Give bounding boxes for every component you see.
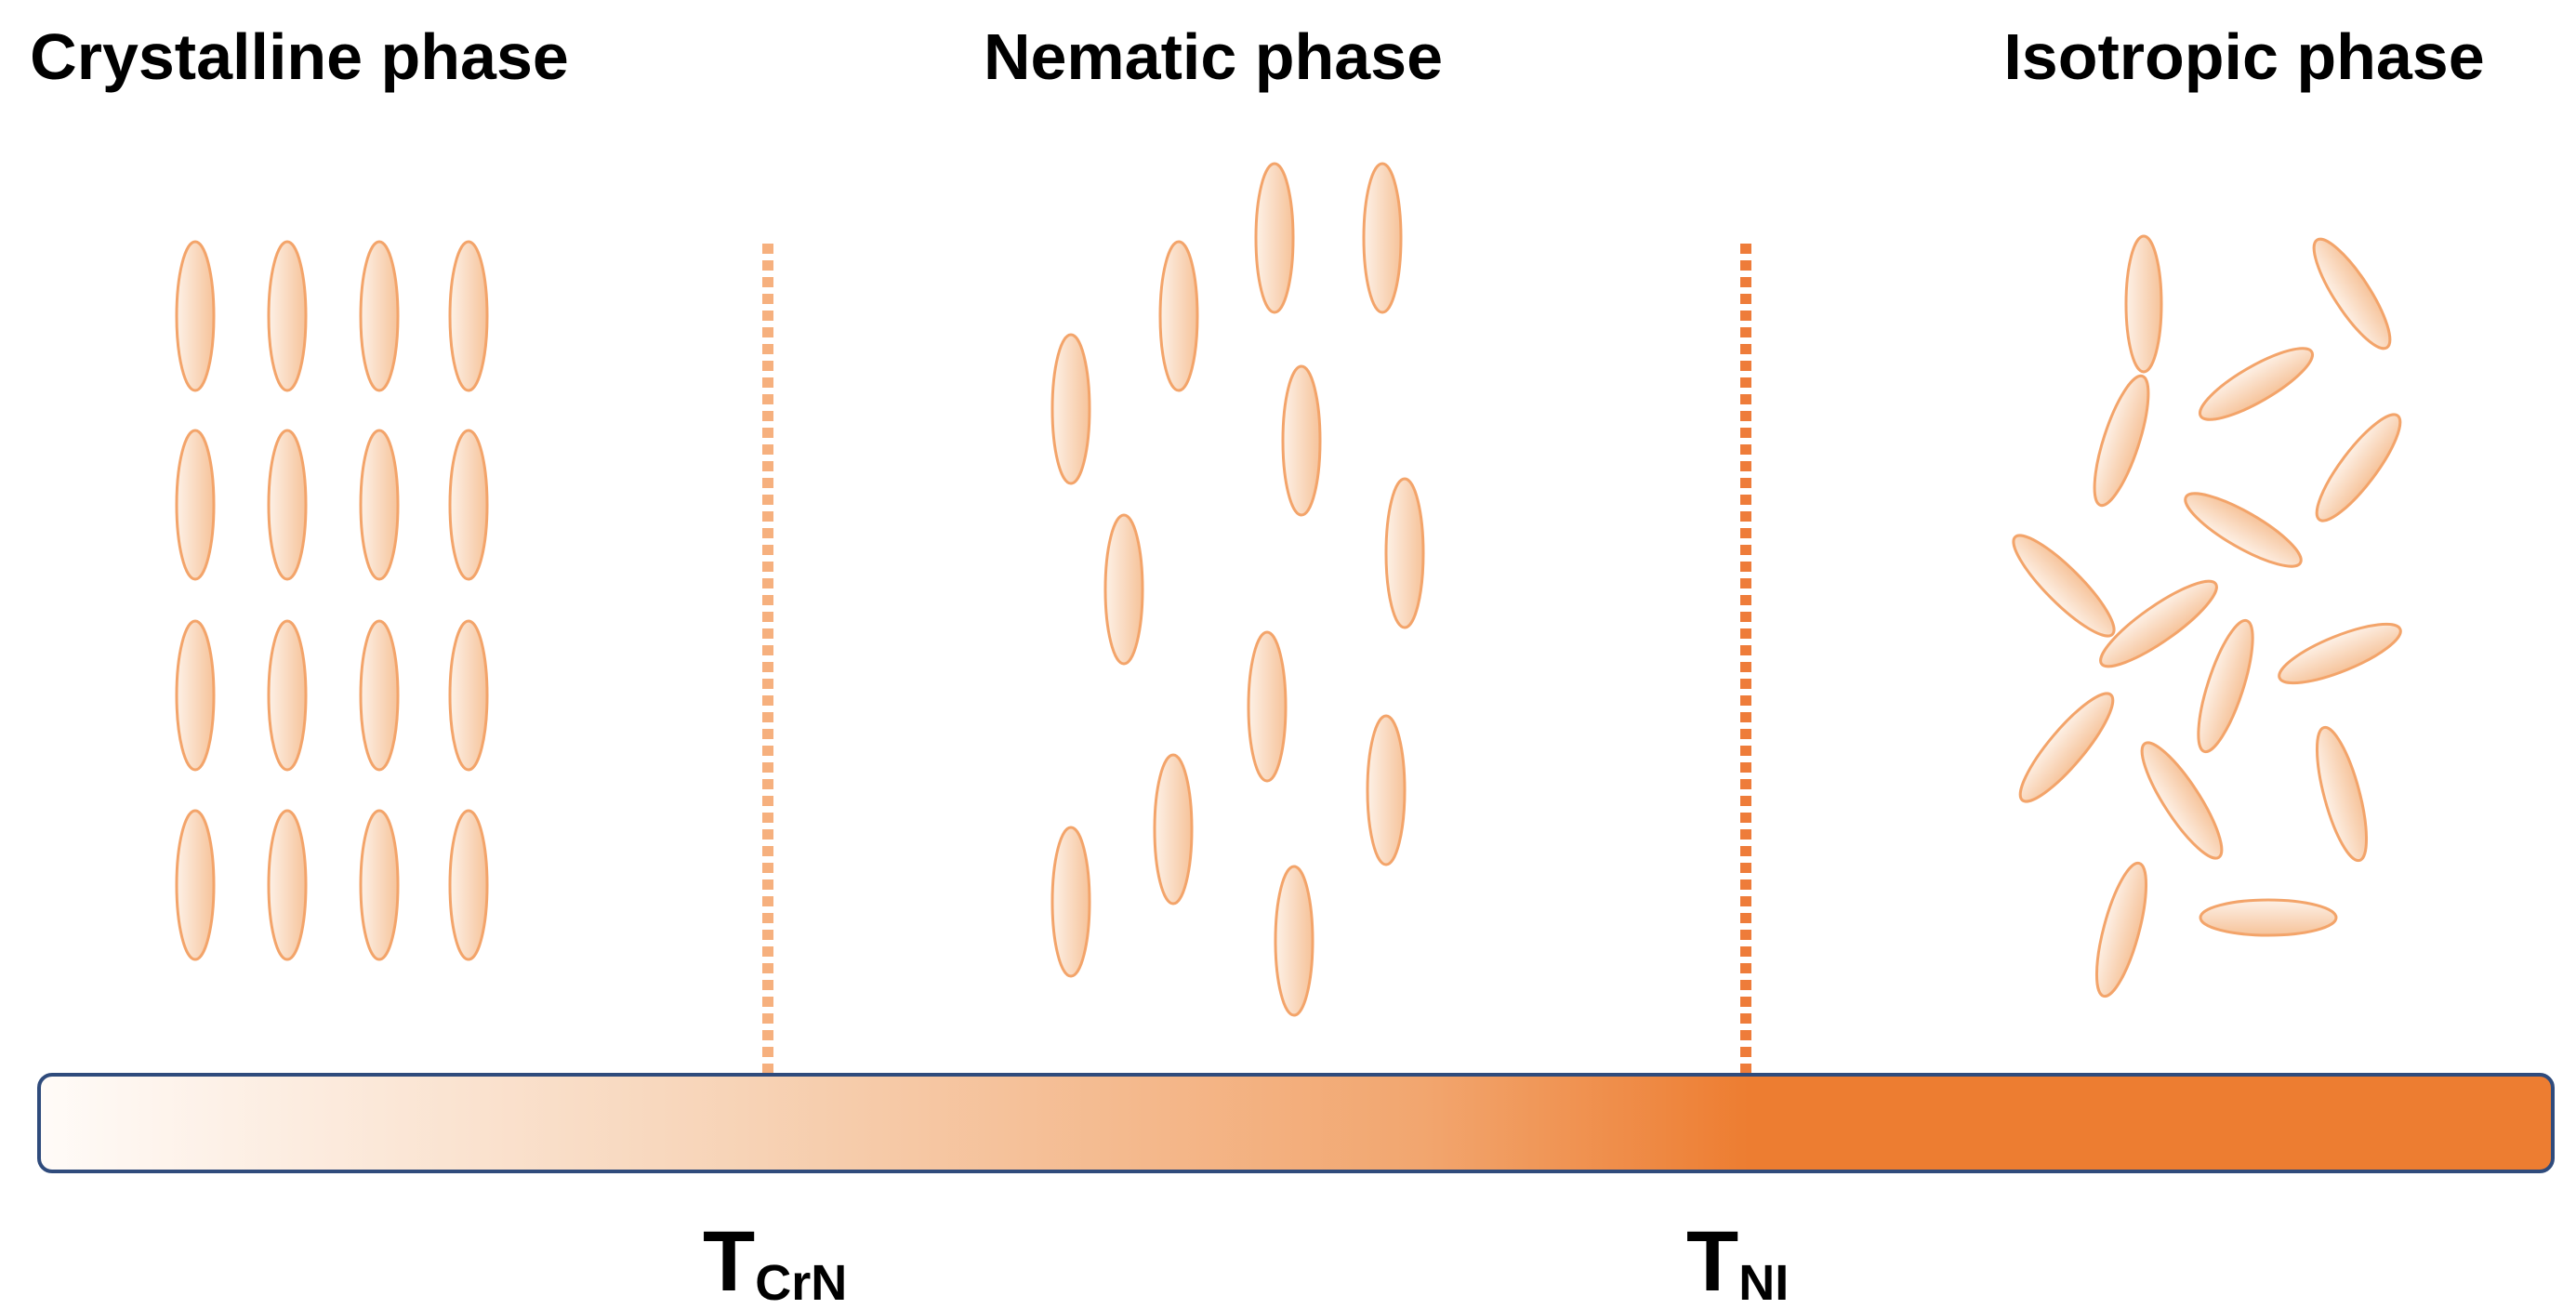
molecule [2315, 413, 2402, 522]
crn-symbol: T [703, 1214, 755, 1309]
isotropic-phase-label: Isotropic phase [2003, 20, 2484, 93]
molecule [2140, 741, 2224, 860]
molecule [2124, 234, 2163, 374]
molecule [2099, 579, 2218, 668]
molecule [1366, 714, 1407, 866]
crystalline-molecules [175, 240, 489, 961]
crystalline-phase-label: Crystalline phase [30, 20, 569, 93]
molecule [1247, 630, 1288, 783]
molecule [359, 809, 400, 961]
isotropic-molecules [2012, 234, 2402, 998]
molecule [175, 240, 216, 392]
ni-symbol: T [1686, 1214, 1738, 1309]
molecule [267, 619, 308, 772]
molecule [2094, 861, 2148, 998]
molecule [2197, 618, 2254, 754]
molecule [2012, 534, 2116, 638]
molecule [175, 429, 216, 581]
molecule [2018, 692, 2115, 803]
molecule [1281, 364, 1322, 517]
molecule [267, 429, 308, 581]
molecule [2093, 374, 2150, 508]
molecule [2312, 237, 2392, 350]
molecule [2199, 898, 2338, 937]
molecule [359, 240, 400, 392]
ni-subscript: NI [1738, 1255, 1789, 1309]
molecule [1254, 162, 1295, 314]
molecule [1362, 162, 1403, 314]
molecule [448, 809, 489, 961]
crn-subscript: CrN [755, 1255, 847, 1309]
molecule [359, 619, 400, 772]
molecule [2315, 725, 2369, 863]
nematic-molecules [1050, 162, 1425, 1017]
molecule [267, 240, 308, 392]
molecule [1103, 513, 1144, 666]
nematic-phase-label: Nematic phase [984, 20, 1443, 93]
molecule [175, 619, 216, 772]
molecule [2184, 492, 2303, 568]
molecule [448, 429, 489, 581]
molecule [2198, 347, 2315, 421]
molecule [1050, 333, 1091, 485]
molecule [1050, 826, 1091, 978]
molecule [448, 240, 489, 392]
molecule [448, 619, 489, 772]
molecule [359, 429, 400, 581]
ni-transition-label: TNI [1686, 1214, 1789, 1309]
molecule [175, 809, 216, 961]
molecule [2278, 622, 2402, 685]
molecule [1274, 865, 1314, 1017]
molecule [1153, 753, 1194, 906]
molecule [267, 809, 308, 961]
crn-transition-label: TCrN [703, 1214, 847, 1309]
temperature-gradient-bar [37, 1073, 2555, 1173]
molecule [1384, 477, 1425, 629]
molecule [1158, 240, 1199, 392]
